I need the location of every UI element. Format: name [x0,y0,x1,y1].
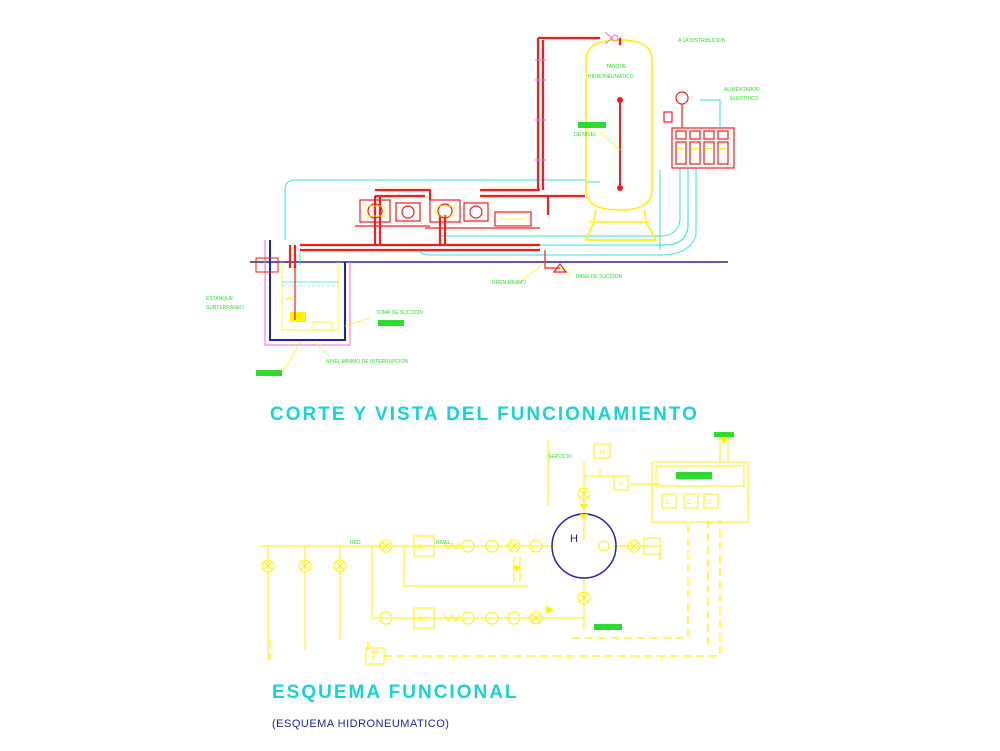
label-c1: C [665,500,670,506]
schema-small-labels: SERVICIO RED NIVEL [350,454,572,546]
level-gauge-top [617,97,623,103]
schema-valves [261,487,641,625]
valve [627,539,641,553]
compressor-c [643,537,661,555]
pump-b1 [413,535,435,557]
valve [529,611,543,625]
contactor-1 [661,493,677,509]
pump-b2 [413,607,435,629]
panel-cables [700,99,721,128]
label-base-succion: BASE DE SUCCION [576,274,623,280]
label-toma-succion: TOMA DE SUCCION [376,310,423,316]
label-tanque: TANQUE [606,64,627,70]
label-distribucion: A LA DISTRIBUCION [678,38,726,44]
label-highlight [256,370,282,376]
valve [507,611,521,625]
label-alimentador-1: ALIMENTADOR [724,87,760,93]
bottom-title: ESQUEMA FUNCIONAL [272,682,519,703]
valve [461,539,475,553]
hydropneumatic-tank [584,39,658,241]
valve [577,487,591,501]
level-gauge-bottom [617,185,623,191]
valve [485,539,499,553]
tank-gauge [598,540,610,552]
underground-cistern [255,240,351,346]
label-b1: B1 [418,545,426,551]
label-motor: M [600,450,605,456]
label-e: E [372,655,376,661]
valve [485,611,499,625]
panel-text-marks [678,148,726,149]
e-box [365,647,385,665]
label-highlight [578,122,606,128]
bottom-section: H [260,432,749,730]
label-c2: C [687,500,692,506]
label-b2: B2 [418,617,426,623]
control-cabinet [651,461,749,523]
valve [379,539,393,553]
label-dren: DREN MINIMO [492,280,526,286]
valve [333,559,347,573]
top-section: A LA DISTRIBUCION TANQUE HIDRONEUMATICO … [206,31,760,425]
label-servicio: SERVICIO [548,454,572,460]
contactor-3 [703,493,719,509]
top-labels: A LA DISTRIBUCION TANQUE HIDRONEUMATICO … [206,38,760,365]
top-title: CORTE Y VISTA DEL FUNCIONAMIENTO [270,404,699,425]
label-highlight [594,624,622,630]
pressostat-p [613,475,629,491]
valve [577,591,591,605]
fitting-markers [535,31,619,161]
label-alimentador-2: ELECTRICO [730,96,759,102]
tank-h-label: H [570,533,578,545]
label-nivel-minimo: NIVEL MINIMO DE INTERRUPCION [326,359,408,365]
valve [461,611,475,625]
valve [379,611,393,625]
label-red: RED [350,540,361,546]
level-gauge-link [599,131,621,151]
box-labels: M P B1 B2 C C C E [372,450,712,661]
label-nivel: DE NIVEL [574,132,597,138]
leader-lines [281,261,573,373]
label-hidroneumatico: HIDRONEUMATICO [588,74,634,80]
label-highlight [676,472,712,479]
motor-m [593,443,611,459]
bottom-subtitle: (ESQUEMA HIDRONEUMATICO) [272,718,449,730]
pump-2 [425,199,540,229]
label-estanque-1: ESTANQUE [206,296,234,302]
flow-arrows [513,438,728,614]
red-pipes [288,36,622,268]
drain-fitting [544,250,568,273]
valve [298,559,312,573]
valve [261,559,275,573]
contactor-2 [683,493,699,509]
label-estanque-2: SUBTERRANEO [206,305,244,311]
label-highlight [378,320,404,326]
schema-pipes [260,436,729,660]
pump-details-yellow [365,205,526,220]
electric-cables [284,168,697,265]
pump-1 [355,199,430,227]
schema-boxes [365,443,749,665]
label-pressostat: P [619,482,623,488]
valve [529,539,543,553]
valve [507,539,521,553]
control-panel [663,91,735,169]
label-c3: C [707,500,712,506]
label-nivel: NIVEL [436,540,451,546]
label-highlight [714,432,734,437]
